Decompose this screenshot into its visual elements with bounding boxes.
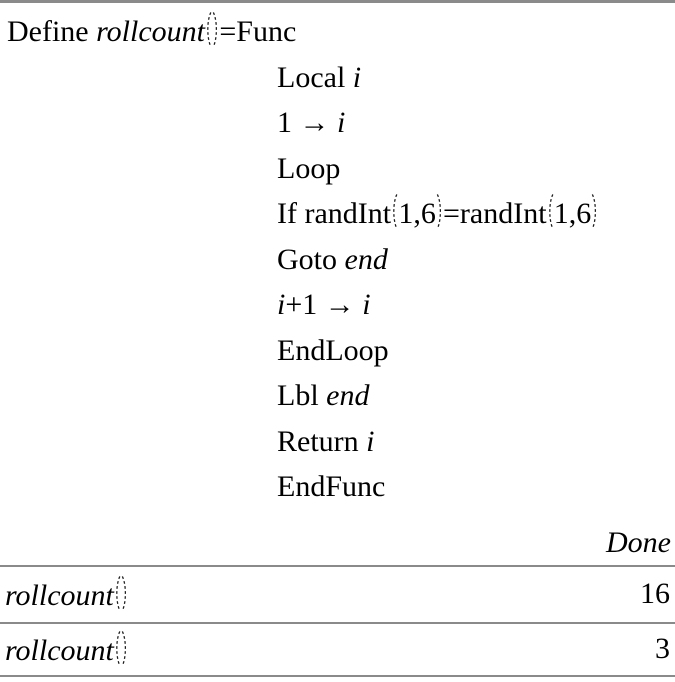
done-status-row: Done <box>0 520 675 565</box>
program-line: EndFunc <box>7 464 669 510</box>
program-line: Lbl end <box>7 373 669 419</box>
keyword-text: =Func <box>219 15 297 48</box>
bottom-separator-line <box>0 674 675 677</box>
identifier-text: i <box>277 288 286 321</box>
separator-line <box>0 621 675 624</box>
identifier-text: i <box>366 424 375 458</box>
left-paren-icon <box>548 193 553 229</box>
expression-input[interactable]: rollcount <box>5 629 128 668</box>
separator-line <box>0 564 675 567</box>
program-line: EndLoop <box>7 328 669 374</box>
identifier-text: i <box>362 288 371 321</box>
identifier-text: i <box>352 60 362 94</box>
keyword-text: =randInt <box>443 197 547 230</box>
identifier-text: end <box>344 242 388 276</box>
keyword-text: +1 → <box>285 288 363 321</box>
keyword-text: If randInt <box>277 197 392 230</box>
left-paren-icon <box>393 193 398 229</box>
program-line: Return i <box>7 419 669 465</box>
identifier-text: end <box>326 379 370 412</box>
right-paren-icon <box>121 576 127 612</box>
keyword-text: EndLoop <box>277 333 389 367</box>
keyword-text: 1 → <box>277 106 337 139</box>
keyword-text: Define <box>7 15 97 48</box>
history-entry: rollcount 16 <box>0 567 675 622</box>
program-line: Goto end <box>7 237 669 283</box>
keyword-text: Goto <box>277 242 345 276</box>
expression-result[interactable]: 3 <box>655 632 670 665</box>
identifier-text: rollcount <box>5 634 114 668</box>
identifier-text: rollcount <box>96 15 206 48</box>
done-status[interactable]: Done <box>606 525 671 559</box>
program-line: Loop <box>7 146 669 192</box>
program-line: Define rollcount =Func <box>7 9 669 55</box>
left-paren-icon <box>116 576 121 612</box>
expression-result[interactable]: 16 <box>640 577 670 610</box>
expression-input[interactable]: rollcount <box>5 574 128 613</box>
identifier-text: rollcount <box>5 579 114 613</box>
program-line: Local i <box>7 55 669 101</box>
right-paren-icon <box>212 11 218 47</box>
right-paren-icon <box>592 193 597 229</box>
keyword-text: Return <box>277 424 367 458</box>
right-paren-icon <box>436 193 441 229</box>
keyword-text: Lbl <box>277 379 327 412</box>
history-entry: rollcount 3 <box>0 624 675 675</box>
program-line: 1 → i <box>7 100 669 146</box>
keyword-text: EndFunc <box>277 470 386 503</box>
program-line: i+1 → i <box>7 282 669 328</box>
top-separator-line <box>0 0 675 3</box>
keyword-text: 1,6 <box>398 197 436 230</box>
left-paren-icon <box>207 11 212 47</box>
keyword-text: Loop <box>277 151 341 185</box>
left-paren-icon <box>116 631 121 667</box>
identifier-text: i <box>337 106 346 139</box>
keyword-text: Local <box>277 60 353 94</box>
keyword-text: 1,6 <box>553 197 592 230</box>
right-paren-icon <box>121 631 127 667</box>
